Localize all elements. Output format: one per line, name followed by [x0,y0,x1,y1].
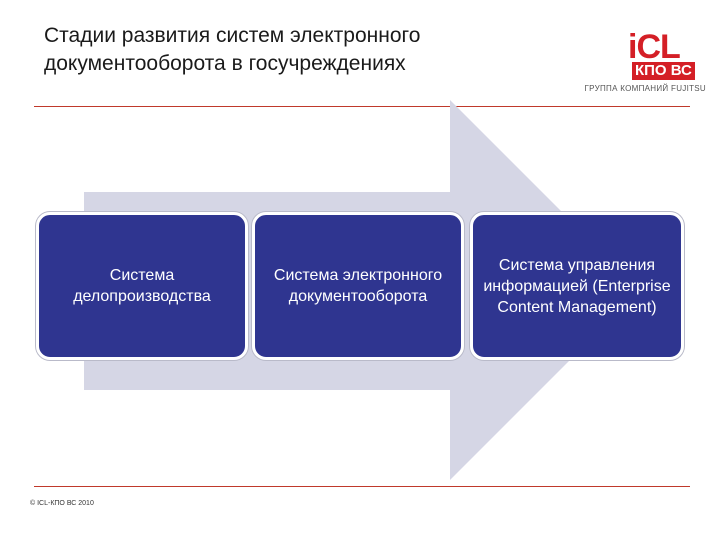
stage-electronic-document-flow: Система электронного документооборота [252,212,464,360]
stage-label: Система управления информацией (Enterpri… [483,256,671,316]
logo-subtitle: КПО ВС [632,62,695,80]
stage-label: Система делопроизводства [73,267,211,305]
slide-title: Стадии развития систем электронного доку… [44,24,421,75]
top-divider [34,106,690,107]
stage-enterprise-content-management: Система управления информацией (Enterpri… [470,212,684,360]
stage-records-management: Система делопроизводства [36,212,248,360]
stage-label: Система электронного документооборота [273,267,443,305]
logo-brand: iCL [628,28,681,66]
copyright-text: © ICL-КПО ВС 2010 [30,500,94,507]
company-logo: iCL КПО ВС ГРУППА КОМПАНИЙ FUJITSU [556,30,706,98]
bottom-divider [34,486,690,487]
logo-tagline: ГРУППА КОМПАНИЙ FUJITSU [584,84,706,93]
